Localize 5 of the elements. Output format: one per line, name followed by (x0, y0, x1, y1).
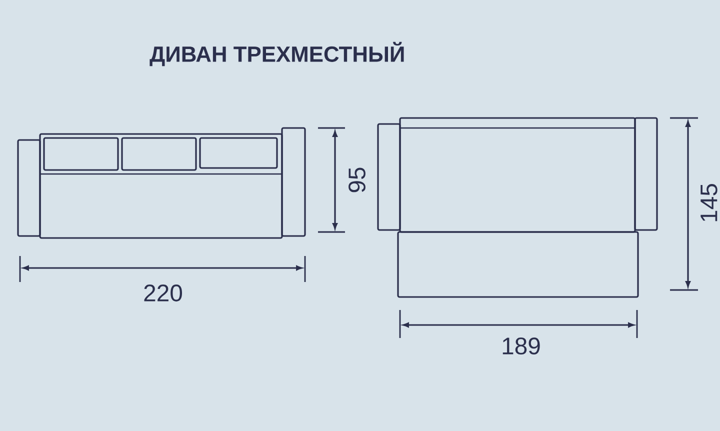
title: ДИВАН ТРЕХМЕСТНЫЙ (150, 42, 404, 66)
dimension-label: 145 (700, 184, 718, 222)
dimension-label: 95 (348, 168, 366, 192)
dimension-label: 189 (502, 338, 540, 354)
dimension-label: 220 (144, 284, 182, 302)
